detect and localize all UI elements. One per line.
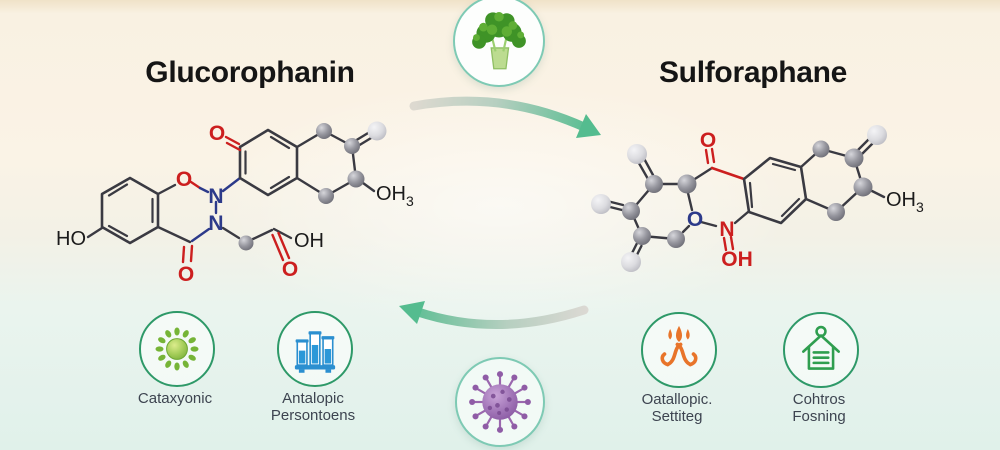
benefit-label-line: Cataxyonic — [137, 390, 213, 407]
virus-icon — [469, 371, 531, 433]
nitrogen-label: N — [208, 185, 223, 208]
virus-badge — [455, 357, 545, 447]
house-icon — [801, 325, 841, 370]
ho-label: HO — [56, 228, 86, 250]
oh3-label: OH3 — [886, 189, 924, 215]
benefit-label: Cataxyonic — [95, 390, 255, 407]
cell-icon — [155, 327, 199, 371]
benefit-circle-flame — [641, 312, 717, 388]
benefit-label-line: Cohtros — [792, 391, 846, 408]
benzene-ring — [100, 176, 160, 245]
oxygen-label: O — [176, 168, 192, 191]
oxygen-label: O — [282, 258, 298, 281]
benefit-label: Antalopic Persontoens — [233, 390, 393, 424]
benzene-ring — [238, 128, 299, 197]
carbon-balls — [238, 121, 387, 251]
broccoli-icon — [472, 11, 526, 70]
oxygen-label: O — [178, 263, 194, 286]
oh-label: OH — [294, 230, 324, 252]
benefit-label-line: Fosning — [792, 408, 846, 425]
oxygen-label: O — [209, 122, 225, 145]
sulforaphane-structure: O N OH O OH3 — [591, 125, 924, 272]
broccoli-badge — [453, 0, 545, 87]
benefit-circle-house — [783, 312, 859, 388]
benefit-label-line: Settiteg — [651, 408, 703, 425]
benefit-label: Cohtros Fosning — [739, 391, 899, 425]
benefit-label: Oatallopic. Settiteg — [597, 391, 757, 425]
benefit-circle-tubes — [277, 311, 353, 387]
conversion-arrow-right — [409, 96, 601, 138]
test-tubes-icon — [294, 331, 336, 373]
oxygen-label: O — [687, 208, 703, 231]
benefit-label-line: Persontoens — [270, 407, 356, 424]
oh-label: OH — [721, 248, 753, 271]
glucorophanin-structure: HO O N N O O O OH OH3 — [56, 121, 414, 286]
right-compound-title: Sulforaphane — [658, 56, 848, 89]
flame-icon — [660, 325, 698, 367]
oh3-label: OH3 — [376, 183, 414, 209]
oxygen-label: O — [700, 129, 716, 152]
left-compound-title: Glucorophanin — [145, 56, 355, 89]
nitrogen-label: N — [208, 212, 223, 235]
nitrogen-label: N — [719, 218, 734, 241]
carbon-balls — [591, 125, 887, 272]
benefit-label-line: Antalopic — [282, 390, 344, 407]
benzene-ring — [742, 156, 808, 225]
conversion-arrow-left — [399, 301, 589, 329]
benefit-label-line: Oatallopic. — [641, 391, 713, 408]
benefit-circle-cell — [139, 311, 215, 387]
